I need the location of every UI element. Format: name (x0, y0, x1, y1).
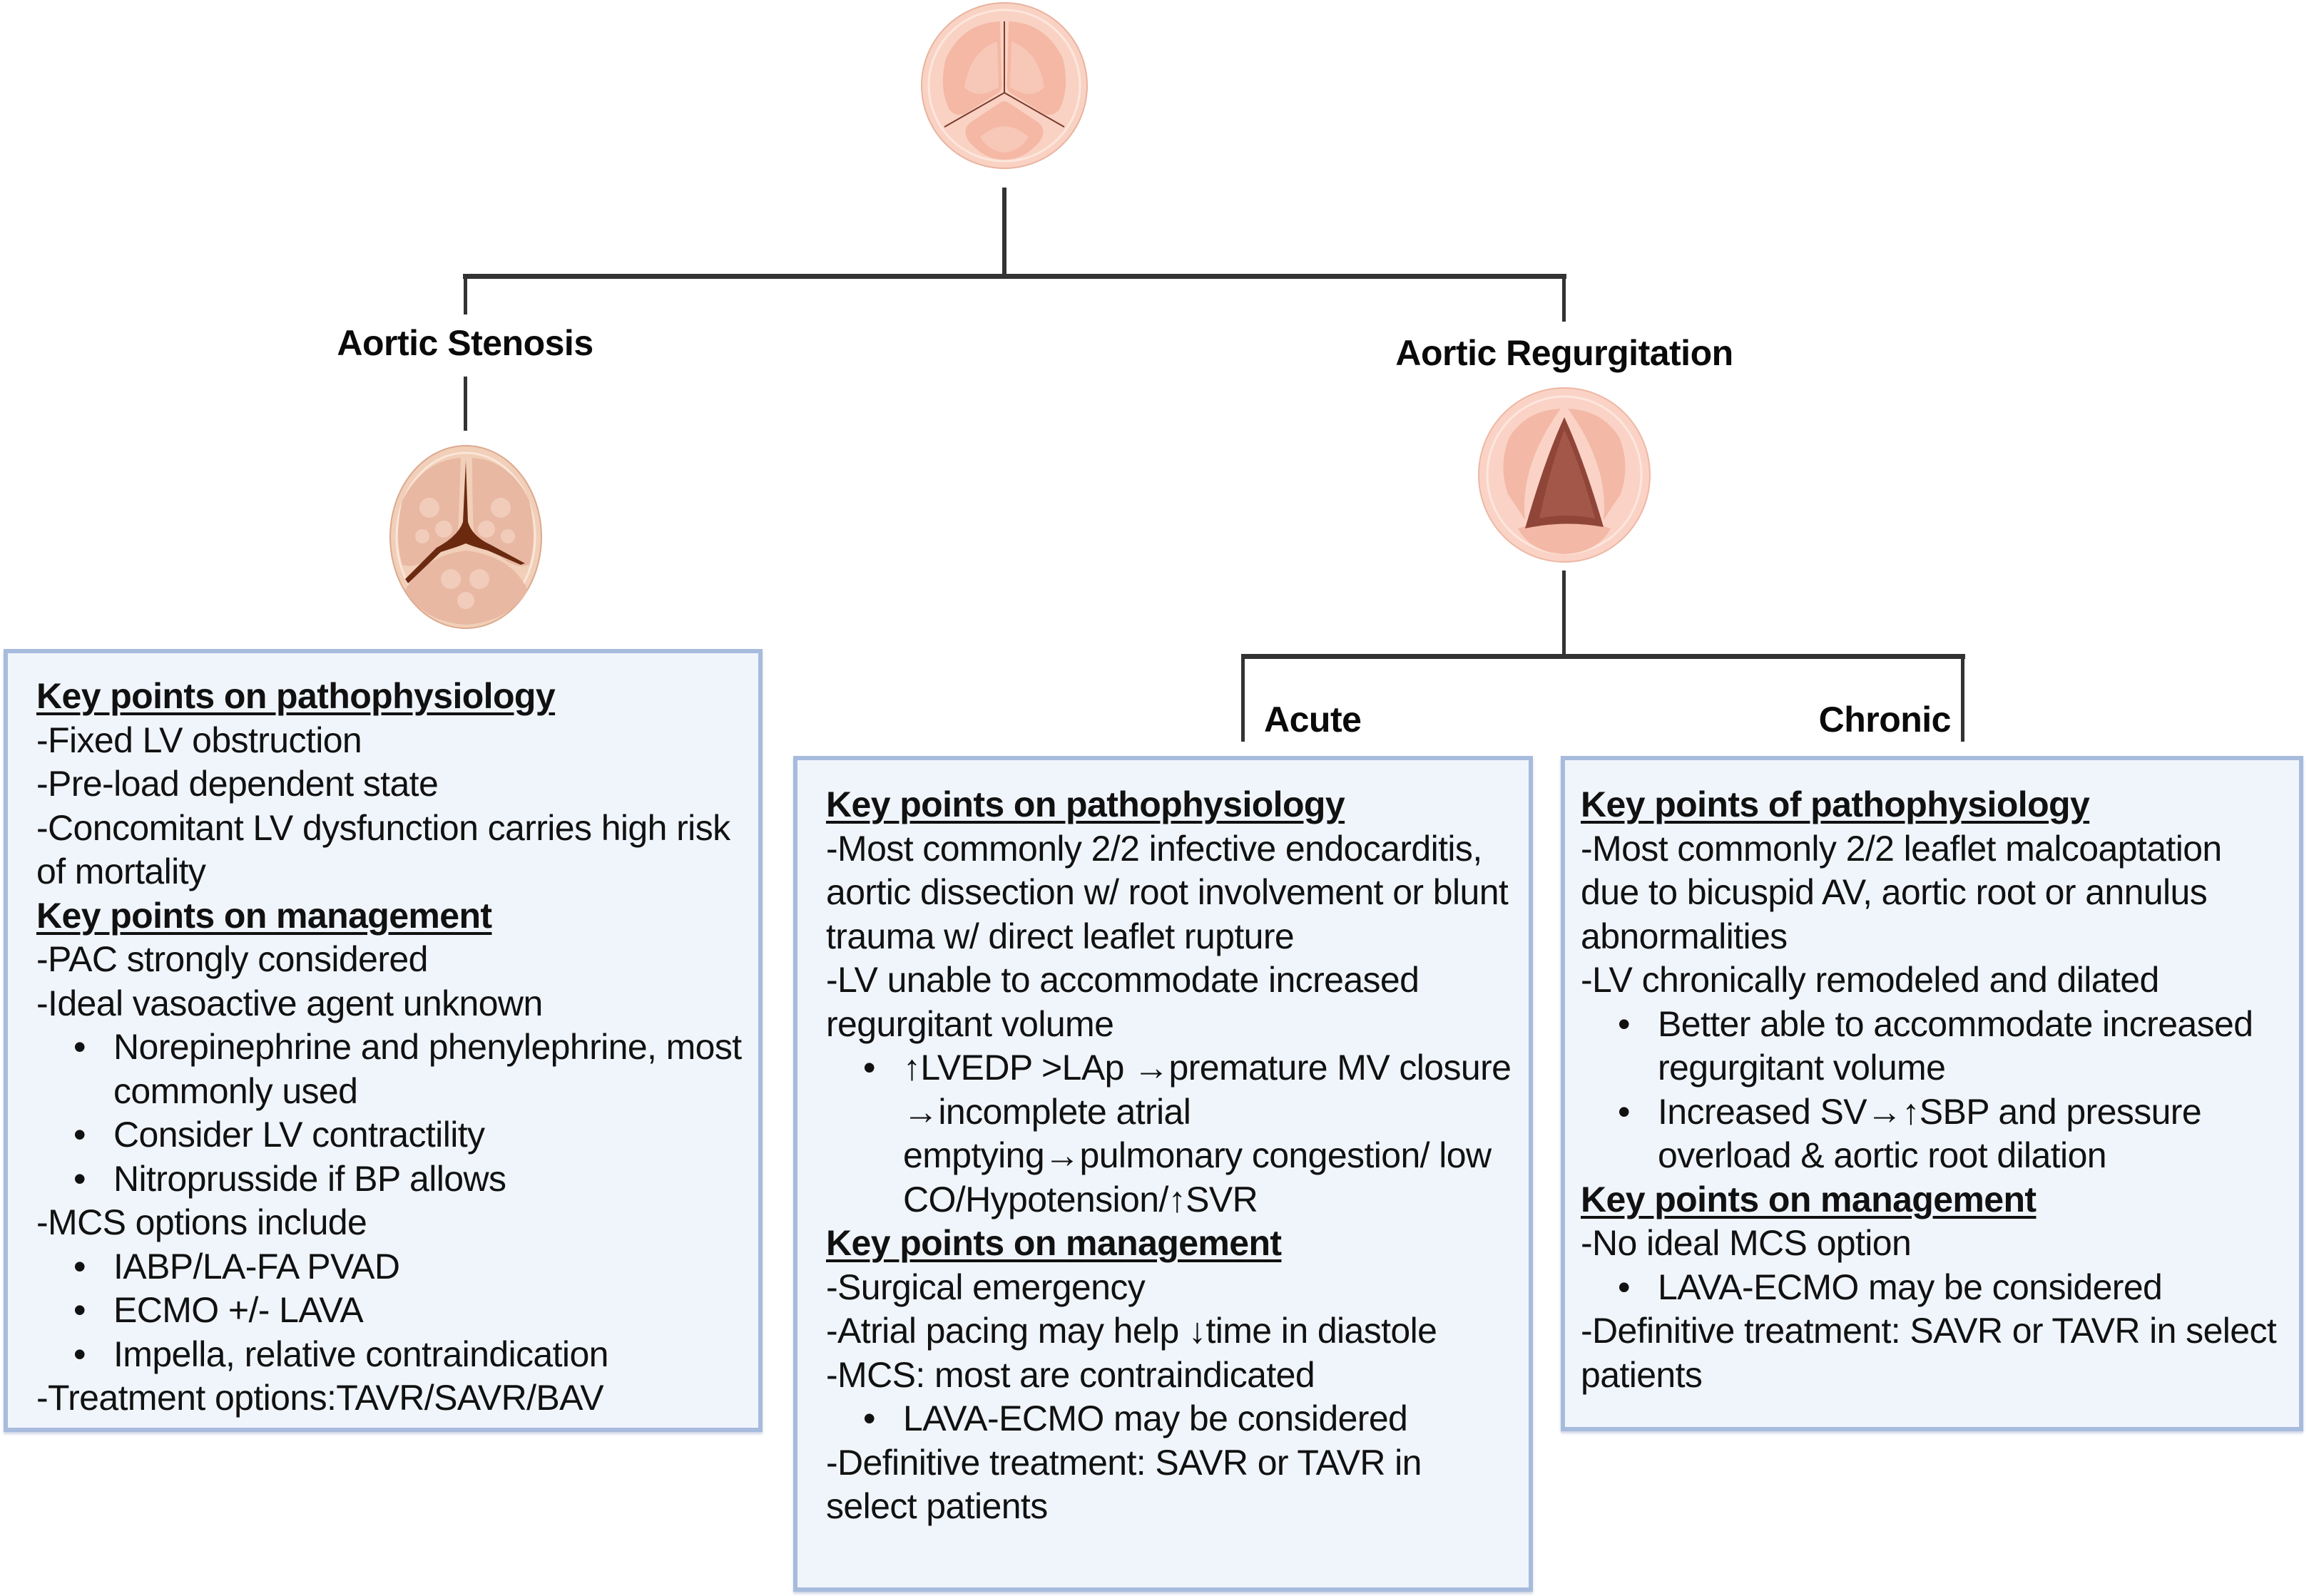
aortic-stenosis-label: Aortic Stenosis (337, 323, 593, 363)
text-line: -Surgical emergency (826, 1267, 1146, 1307)
bullet-point: Impella, relative contraindication (36, 1333, 744, 1377)
text-line: -MCS: most are contraindicated (826, 1354, 1315, 1395)
text-line: -Concomitant LV dysfunction carries high… (36, 807, 730, 892)
chronic-ar-box-content: Key points of pathophysiology -Most comm… (1581, 783, 2285, 1397)
text-line: -Treatment options:TAVR/SAVR/BAV (36, 1378, 604, 1418)
acute-ar-box-content: Key points on pathophysiology-Most commo… (826, 783, 1514, 1529)
text-line: -Ideal vasoactive agent unknown (36, 983, 543, 1023)
bullet-point: Norepinephrine and phenylephrine, most c… (36, 1025, 744, 1113)
stenosis-valve-connector (464, 377, 467, 431)
text-line: -MCS options include (36, 1202, 367, 1242)
bullet-point: ECMO +/- LAVA (36, 1289, 744, 1333)
text-line: -No ideal MCS option (1581, 1223, 1912, 1263)
text-line: -Definitive treatment: SAVR or TAVR in s… (826, 1442, 1422, 1527)
bullet-point: Consider LV contractility (36, 1113, 744, 1157)
section-heading: Key points on pathophysiology (826, 784, 1345, 824)
aortic-valve-regurgitant-icon (1478, 387, 1651, 563)
section-heading: Key points of pathophysiology (1581, 784, 2090, 824)
section-heading: Key points on pathophysiology (36, 676, 556, 716)
text-line: -LV unable to accommodate increased regu… (826, 960, 1419, 1044)
chronic-ar-info-box: Key points of pathophysiology -Most comm… (1561, 756, 2303, 1431)
section-heading: Key points on management (826, 1223, 1282, 1263)
section-heading: Key points on management (36, 895, 492, 936)
bullet-point: LAVA-ECMO may be considered (826, 1397, 1514, 1441)
regurgitation-horizontal-connector (1241, 654, 1965, 659)
aortic-regurgitation-label: Aortic Regurgitation (1395, 333, 1733, 373)
acute-ar-info-box: Key points on pathophysiology-Most commo… (793, 756, 1533, 1592)
bullet-point: ↑LVEDP >LAp →premature MV closure →incom… (826, 1046, 1514, 1222)
aortic-stenosis-box-content: Key points on pathophysiology-Fixed LV o… (36, 675, 744, 1421)
chronic-label: Chronic (1818, 700, 1952, 740)
regurgitation-stem-connector (1562, 571, 1566, 658)
text-line: -PAC strongly considered (36, 939, 428, 979)
text-line: -Fixed LV obstruction (36, 720, 362, 760)
text-line: -Atrial pacing may help ↓time in diastol… (826, 1311, 1437, 1351)
text-line: -Pre-load dependent state (36, 764, 439, 804)
root-stem-connector (1002, 188, 1006, 275)
aortic-valve-normal-icon (921, 2, 1088, 169)
section-heading: Key points on management (1581, 1179, 2037, 1219)
bullet-point: IABP/LA-FA PVAD (36, 1245, 744, 1289)
bullet-point: Better able to accommodate increased reg… (1581, 1003, 2285, 1090)
acute-branch-connector (1241, 656, 1245, 742)
bullet-point: LAVA-ECMO may be considered (1581, 1266, 2285, 1310)
text-line: -Definitive treatment: SAVR or TAVR in s… (1581, 1311, 2277, 1395)
aortic-valve-stenotic-icon (389, 445, 542, 629)
stenosis-branch-connector (464, 276, 467, 314)
root-horizontal-connector (463, 274, 1566, 279)
regurgitation-branch-connector (1562, 276, 1566, 322)
text-line: -LV chronically remodeled and dilated (1581, 960, 2159, 1000)
bullet-point: Nitroprusside if BP allows (36, 1157, 744, 1202)
text-line: -Most commonly 2/2 infective endocarditi… (826, 828, 1509, 956)
acute-label: Acute (1264, 700, 1362, 740)
bullet-point: Increased SV→↑SBP and pressure overload … (1581, 1090, 2285, 1178)
chronic-branch-connector (1961, 656, 1964, 742)
aortic-stenosis-info-box: Key points on pathophysiology-Fixed LV o… (4, 649, 763, 1432)
text-line: -Most commonly 2/2 leaflet malcoaptation… (1581, 828, 2222, 956)
